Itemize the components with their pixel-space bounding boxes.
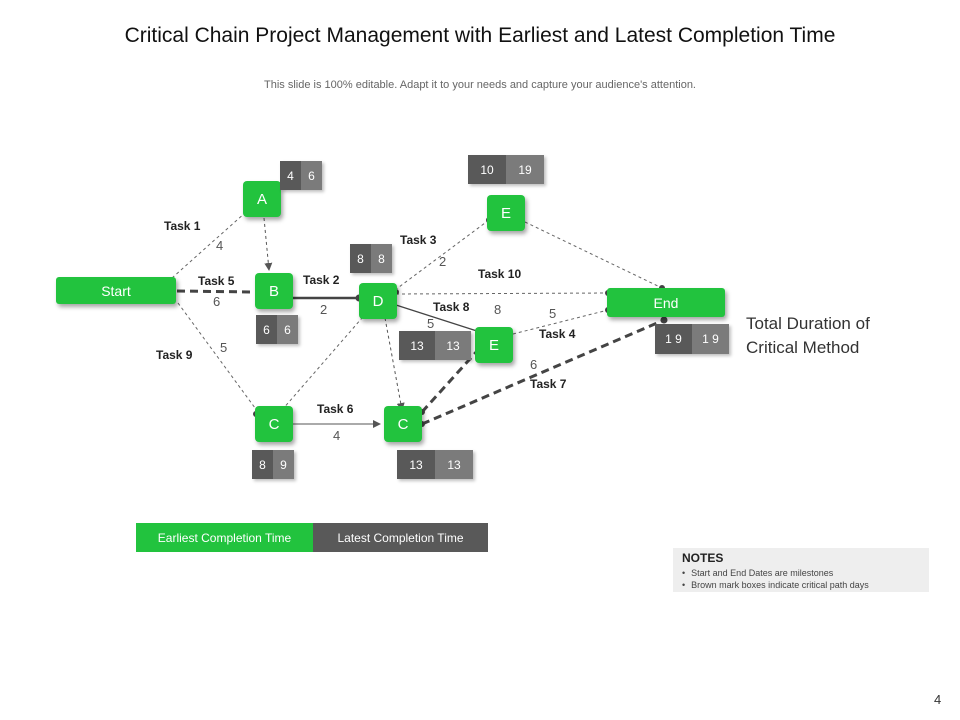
task-label-6: Task 6	[317, 402, 354, 416]
notes-item: Start and End Dates are milestones	[682, 567, 869, 579]
page-number: 4	[934, 692, 942, 707]
notes-list: Start and End Dates are milestones Brown…	[682, 567, 869, 591]
total-duration-line2: Critical Method	[746, 338, 860, 357]
time-box-d: 8 8	[350, 244, 392, 273]
edge-task1	[171, 211, 247, 279]
task-label-8: Task 8	[433, 300, 470, 314]
edge-a-b	[263, 217, 273, 271]
node-e-middle: E	[475, 327, 513, 363]
earliest-time: 13	[397, 450, 435, 479]
duration-task1: 4	[216, 238, 224, 253]
notes-heading: NOTES	[682, 551, 724, 565]
duration-task7: 6	[530, 357, 538, 372]
node-e-top: E	[487, 195, 525, 231]
latest-time: 1 9	[692, 324, 729, 354]
latest-time: 9	[273, 450, 294, 479]
node-a: A	[243, 181, 281, 217]
latest-time: 8	[371, 244, 392, 273]
total-duration-line1: Total Duration of	[746, 314, 870, 333]
earliest-time: 10	[468, 155, 506, 184]
edge-task8	[395, 304, 481, 333]
task-label-4: Task 4	[539, 327, 576, 341]
earliest-time: 4	[280, 161, 301, 190]
legend-latest: Latest Completion Time	[313, 523, 488, 552]
notes-panel: NOTES Start and End Dates are milestones…	[673, 548, 929, 592]
earliest-time: 13	[399, 331, 435, 360]
earliest-time: 8	[350, 244, 371, 273]
earliest-time: 1 9	[655, 324, 692, 354]
time-box-c-right: 13 13	[397, 450, 473, 479]
latest-time: 6	[277, 315, 298, 344]
task-label-7: Task 7	[530, 377, 567, 391]
edge-d-end	[395, 292, 609, 295]
notes-item: Brown mark boxes indicate critical path …	[682, 579, 869, 591]
earliest-time: 6	[256, 315, 277, 344]
task-label-9: Task 9	[156, 348, 193, 362]
edge-task5	[176, 289, 255, 294]
node-d: D	[359, 283, 397, 319]
edge-task4	[512, 309, 609, 335]
time-box-b: 6 6	[256, 315, 298, 344]
duration-task9: 5	[220, 340, 228, 355]
legend-earliest: Earliest Completion Time	[136, 523, 313, 552]
duration-task6: 4	[333, 428, 341, 443]
edge-task9	[177, 302, 259, 413]
duration-task4: 5	[549, 306, 557, 321]
time-box-e-middle: 13 13	[399, 331, 471, 360]
latest-time: 19	[506, 155, 544, 184]
earliest-time: 8	[252, 450, 273, 479]
slide-subtitle: This slide is 100% editable. Adapt it to…	[264, 79, 696, 91]
node-b: B	[255, 273, 293, 309]
edge-task3	[394, 219, 490, 291]
latest-time: 13	[435, 450, 473, 479]
duration-task5: 6	[213, 294, 221, 309]
node-c-right: C	[384, 406, 422, 442]
task-label-3: Task 3	[400, 233, 437, 247]
slide-title: Critical Chain Project Management with E…	[124, 24, 836, 47]
task-label-2: Task 2	[303, 273, 340, 287]
edge-task10	[524, 221, 663, 289]
time-box-a: 4 6	[280, 161, 322, 190]
task-label-10: Task 10	[478, 267, 522, 281]
duration-task8: 8	[494, 302, 502, 317]
latest-time: 13	[435, 331, 471, 360]
node-end: End	[607, 288, 725, 317]
duration-task2: 2	[320, 302, 328, 317]
time-box-c-left: 8 9	[252, 450, 294, 479]
duration-task3: 2	[439, 254, 447, 269]
total-duration-label: Total Duration of Critical Method	[746, 312, 870, 360]
edge-c-d	[281, 317, 363, 411]
task-label-5: Task 5	[198, 274, 235, 288]
edge-task7	[421, 318, 665, 426]
task-label-1: Task 1	[164, 219, 201, 233]
edge-c-e	[420, 348, 480, 414]
node-c-left: C	[255, 406, 293, 442]
time-box-e-top: 10 19	[468, 155, 544, 184]
time-box-end: 1 9 1 9	[655, 324, 729, 354]
node-start: Start	[56, 277, 176, 304]
duration-task8-alt: 5	[427, 316, 435, 331]
latest-time: 6	[301, 161, 322, 190]
